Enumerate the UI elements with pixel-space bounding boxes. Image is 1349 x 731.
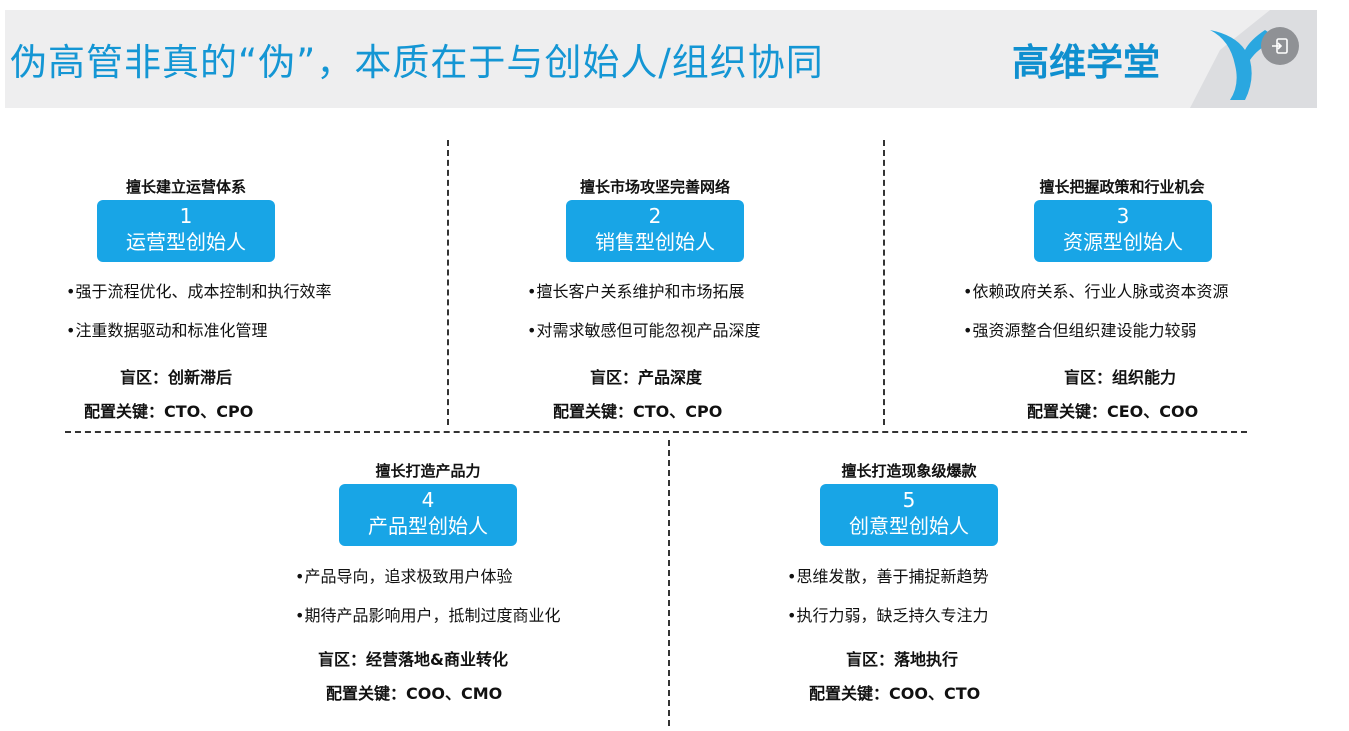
founder-number: 1: [179, 204, 193, 228]
founder-number: 4: [421, 488, 435, 512]
exit-button[interactable]: [1261, 27, 1299, 65]
founder-skill: 擅长市场攻坚完善网络: [579, 178, 730, 196]
founder-number: 3: [1116, 204, 1130, 228]
founder-blind-spot: 盲区：产品深度: [590, 368, 703, 387]
founder-config: 配置关键：COO、CTO: [809, 684, 981, 703]
founder-config: 配置关键：CTO、CPO: [553, 402, 723, 421]
founder-bullet: •产品导向，追求极致用户体验: [295, 567, 513, 586]
brand-logo-graphic: [1190, 10, 1317, 108]
exit-icon: [1272, 38, 1288, 54]
divider-vertical-1: [447, 140, 449, 425]
founder-bullet: •执行力弱，缺乏持久专注力: [787, 606, 989, 625]
founder-config: 配置关键：CTO、CPO: [84, 402, 254, 421]
founder-number: 5: [902, 488, 916, 512]
founder-config: 配置关键：CEO、COO: [1027, 402, 1199, 421]
header-bar: [5, 10, 1317, 108]
founder-badge: 2 销售型创始人: [566, 200, 744, 262]
founder-bullet: •思维发散，善于捕捉新趋势: [787, 567, 989, 586]
founder-bullet: •期待产品影响用户，抵制过度商业化: [295, 606, 561, 625]
founder-type: 资源型创始人: [1063, 230, 1183, 254]
founder-bullet: •强资源整合但组织建设能力较弱: [963, 321, 1197, 340]
founder-type: 销售型创始人: [595, 230, 715, 254]
founder-bullet: •注重数据驱动和标准化管理: [66, 321, 268, 340]
founder-skill: 擅长打造产品力: [375, 462, 481, 480]
founder-config: 配置关键：COO、CMO: [326, 684, 503, 703]
founder-badge: 5 创意型创始人: [820, 484, 998, 546]
founder-bullet: •对需求敏感但可能忽视产品深度: [527, 321, 761, 340]
founder-skill: 擅长把握政策和行业机会: [1039, 178, 1205, 196]
page-title: 伪高管非真的“伪”，本质在于与创始人/组织协同: [10, 41, 824, 84]
founder-skill: 擅长建立运营体系: [125, 178, 246, 196]
founder-blind-spot: 盲区：组织能力: [1064, 368, 1177, 387]
brand-logo-text: 高维学堂: [1012, 41, 1160, 84]
founder-bullet: •擅长客户关系维护和市场拓展: [527, 282, 745, 301]
founder-badge: 3 资源型创始人: [1034, 200, 1212, 262]
founder-type: 产品型创始人: [368, 514, 488, 538]
founder-blind-spot: 盲区：经营落地&商业转化: [318, 650, 508, 669]
founder-type: 运营型创始人: [126, 230, 246, 254]
founder-type: 创意型创始人: [849, 514, 969, 538]
divider-horizontal: [65, 431, 1247, 433]
founder-number: 2: [648, 204, 662, 228]
founder-badge: 4 产品型创始人: [339, 484, 517, 546]
founder-blind-spot: 盲区：创新滞后: [120, 368, 233, 387]
founder-bullet: •强于流程优化、成本控制和执行效率: [66, 282, 332, 301]
founder-skill: 擅长打造现象级爆款: [841, 462, 977, 480]
divider-vertical-2: [883, 140, 885, 425]
founder-bullet: •依赖政府关系、行业人脉或资本资源: [963, 282, 1229, 301]
founder-blind-spot: 盲区：落地执行: [846, 650, 959, 669]
divider-vertical-3: [668, 440, 670, 726]
founder-badge: 1 运营型创始人: [97, 200, 275, 262]
